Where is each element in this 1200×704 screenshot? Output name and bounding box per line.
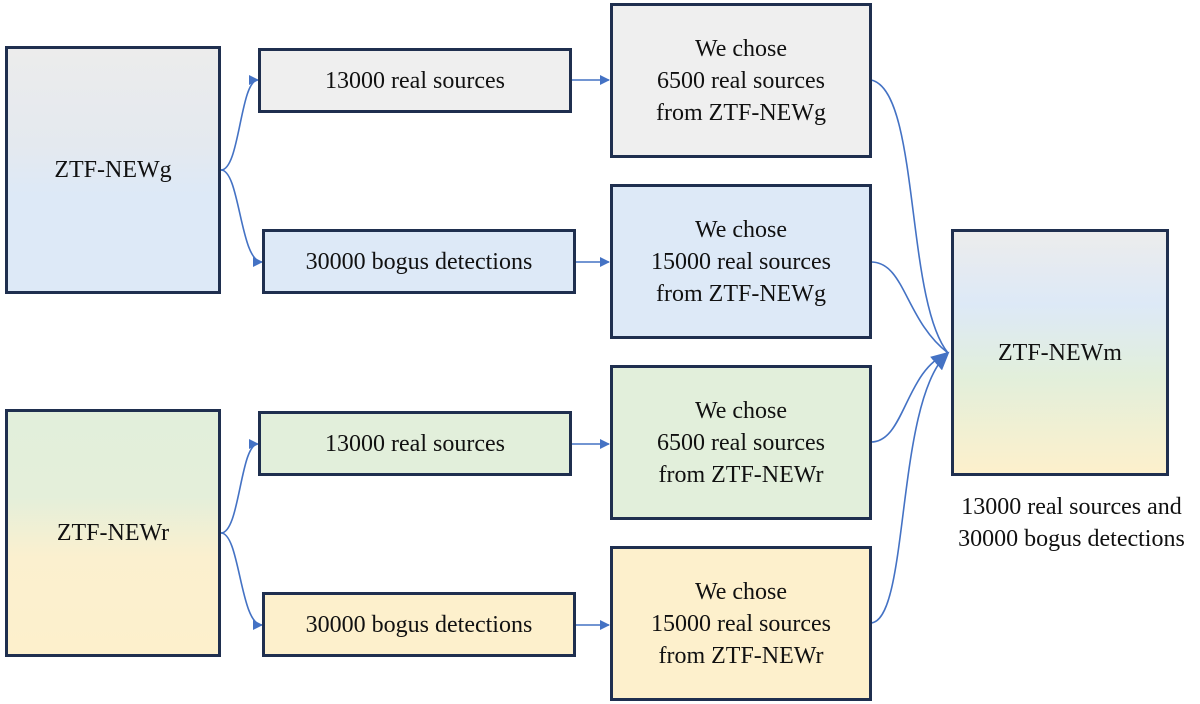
- r-chosen-bogus-line1: We chose: [694, 578, 787, 605]
- g-chosen-real-line3: from ZTF-NEWg: [656, 99, 826, 126]
- merged-caption: 13000 real sources and 30000 bogus detec…: [943, 491, 1200, 555]
- g-chosen-real-box: We chose 6500 real sources from ZTF-NEWg: [610, 3, 872, 158]
- merged-caption-line1: 13000 real sources and: [961, 494, 1182, 520]
- arrow-r-to-bogus: [220, 532, 263, 630]
- g-chosen-real-line2: 6500 real sources: [657, 67, 825, 94]
- g-chosen-bogus-line1: We chose: [694, 216, 787, 243]
- g-bogus-detections-label: 30000 bogus detections: [305, 248, 533, 275]
- r-chosen-real-line3: from ZTF-NEWr: [658, 461, 824, 488]
- g-chosen-bogus-line2: 15000 real sources: [651, 248, 831, 275]
- g-chosen-bogus-box: We chose 15000 real sources from ZTF-NEW…: [610, 184, 872, 339]
- source-ztf-newr: ZTF-NEWr: [5, 409, 221, 657]
- merged-ztf-newm-label: ZTF-NEWm: [998, 339, 1122, 366]
- g-chosen-real-line1: We chose: [694, 35, 788, 62]
- r-chosen-real-line1: We chose: [694, 397, 787, 424]
- g-bogus-detections-box: 30000 bogus detections: [262, 229, 576, 294]
- arrow-chosen4-to-merged: [870, 351, 950, 624]
- g-real-sources-box: 13000 real sources: [258, 48, 572, 113]
- source-ztf-newg: ZTF-NEWg: [5, 46, 221, 294]
- r-chosen-real-line2: 6500 real sources: [657, 429, 825, 456]
- arrow-g-to-real: [220, 75, 259, 171]
- r-bogus-detections-label: 30000 bogus detections: [305, 611, 533, 638]
- r-chosen-bogus-line2: 15000 real sources: [651, 610, 831, 637]
- merged-ztf-newm: ZTF-NEWm: [951, 229, 1169, 476]
- r-bogus-detections-box: 30000 bogus detections: [262, 592, 576, 657]
- arrow-g-to-bogus: [220, 169, 263, 267]
- arrow-chosen1-to-merged: [870, 79, 949, 354]
- arrow-r-to-real: [220, 439, 259, 534]
- g-real-sources-label: 13000 real sources: [325, 67, 505, 94]
- r-real-sources-box: 13000 real sources: [258, 411, 572, 476]
- r-chosen-real-box: We chose 6500 real sources from ZTF-NEWr: [610, 365, 872, 520]
- source-ztf-newg-label: ZTF-NEWg: [54, 157, 172, 183]
- arrow-chosen2-to-merged: [870, 261, 949, 354]
- r-real-sources-label: 13000 real sources: [325, 430, 505, 457]
- source-ztf-newr-label: ZTF-NEWr: [56, 520, 170, 546]
- g-chosen-bogus-line3: from ZTF-NEWg: [656, 280, 826, 307]
- r-chosen-bogus-line3: from ZTF-NEWr: [658, 642, 824, 669]
- r-chosen-bogus-box: We chose 15000 real sources from ZTF-NEW…: [610, 546, 872, 701]
- merged-caption-line2: 30000 bogus detections: [958, 526, 1185, 552]
